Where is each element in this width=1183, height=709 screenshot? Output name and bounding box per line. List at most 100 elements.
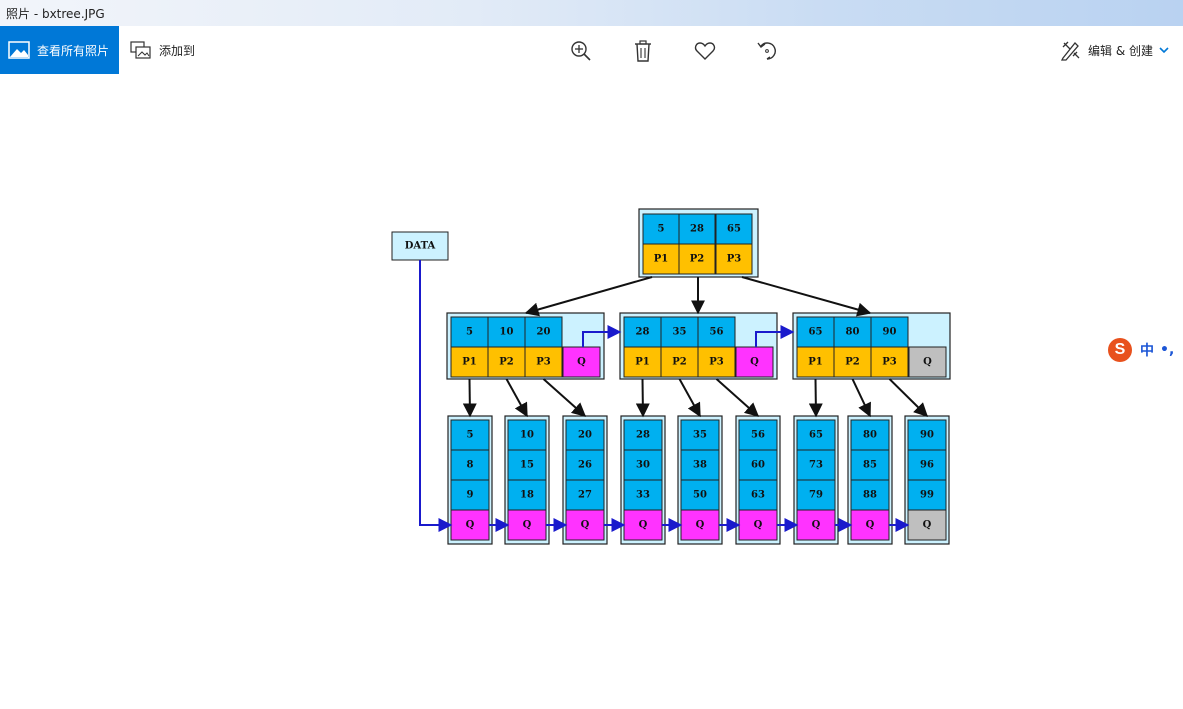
view-all-photos-button[interactable]: 查看所有照片 (0, 26, 119, 74)
internal-pointer-cell (833, 346, 872, 378)
internal-pointer: P3 (536, 357, 551, 368)
internal-key-cell (623, 316, 662, 348)
edit-create-label: 编辑 & 创建 (1088, 43, 1153, 58)
internal-pointer-cell (660, 346, 699, 378)
leaf-key: 63 (751, 490, 765, 501)
ime-indicator[interactable]: S 中 •, (1108, 337, 1183, 363)
leaf-key-cell (623, 479, 663, 511)
add-to-icon (130, 41, 151, 59)
add-to-button[interactable]: 添加到 (130, 26, 195, 74)
leaf-next: Q (696, 520, 705, 531)
root-arrow (741, 276, 872, 317)
root-key-cell (715, 213, 753, 245)
leaf-key: 80 (863, 430, 877, 441)
data-box (391, 231, 449, 261)
internal-pointer: P1 (462, 357, 476, 368)
internal-pointer-cell (487, 346, 526, 378)
internal-pointer: P2 (845, 357, 860, 368)
zoom-in-button[interactable] (568, 38, 594, 64)
leaf-key: 90 (920, 430, 934, 441)
pointer-arrow (715, 378, 760, 417)
leaf-key-cell (796, 419, 836, 451)
internal-key: 90 (883, 327, 897, 338)
leaf-key: 96 (920, 460, 934, 471)
internal-key-cell (697, 316, 736, 348)
leaf-next: Q (812, 520, 821, 531)
internal-next-cell (908, 346, 947, 378)
leaf-key: 60 (751, 460, 765, 471)
leaf-key-cell (680, 449, 720, 481)
root-key: 5 (658, 224, 665, 235)
data-label: DATA (405, 241, 436, 252)
internal-next: Q (577, 357, 586, 368)
sibling-arrow (755, 325, 795, 347)
rotate-button[interactable] (754, 38, 780, 64)
root-key-cell (678, 213, 716, 245)
leaf-next-cell (507, 509, 547, 541)
edit-create-button[interactable]: 编辑 & 创建 (1060, 26, 1169, 74)
leaf-key-cell (738, 479, 778, 511)
ime-mode-label: 中 (1140, 343, 1154, 359)
root-pointer-cell (642, 243, 680, 275)
leaf-key: 9 (467, 490, 474, 501)
view-all-photos-label: 查看所有照片 (37, 43, 110, 58)
internal-pointer-cell (623, 346, 662, 378)
leaf-key-cell (565, 479, 605, 511)
leaf-key: 15 (520, 460, 534, 471)
leaf-key-cell (850, 419, 890, 451)
internal-pointer-cell (697, 346, 736, 378)
pointer-arrow (888, 378, 928, 417)
leaf-next-cell (850, 509, 890, 541)
leaf-next: Q (466, 520, 475, 531)
leaf-key: 88 (863, 490, 877, 501)
pointer-arrow (851, 378, 871, 418)
leaf-key: 10 (520, 430, 534, 441)
delete-icon (635, 40, 651, 62)
internal-pointer: P1 (635, 357, 649, 368)
internal-pointer: P1 (808, 357, 822, 368)
sogou-logo-icon: S (1108, 338, 1132, 362)
rotate-icon (757, 42, 776, 60)
leaf-key-cell (680, 419, 720, 451)
favorite-button[interactable] (692, 38, 718, 64)
leaf-key-cell (507, 479, 547, 511)
leaf-key: 20 (578, 430, 592, 441)
leaf-next: Q (639, 520, 648, 531)
internal-key: 10 (500, 327, 514, 338)
internal-pointer: P2 (499, 357, 514, 368)
picture-icon (8, 41, 30, 59)
internal-next-cell (562, 346, 601, 378)
leaf-next: Q (754, 520, 763, 531)
internal-next: Q (923, 357, 932, 368)
leaf-key: 73 (809, 460, 823, 471)
leaf-key-cell (565, 449, 605, 481)
internal-key-cell (870, 316, 909, 348)
leaf-next-cell (565, 509, 605, 541)
leaf-next-cell (623, 509, 663, 541)
leaf-key-cell (907, 449, 947, 481)
internal-pointer: P3 (709, 357, 724, 368)
root-arrow (524, 276, 653, 317)
internal-key: 20 (537, 327, 551, 338)
root-key: 65 (727, 224, 741, 235)
title-bar: 照片 - bxtree.JPG (0, 0, 1183, 26)
root-pointer-cell (678, 243, 716, 275)
leaf-key: 56 (751, 430, 765, 441)
leaf-next: Q (523, 520, 532, 531)
chevron-down-icon (1159, 47, 1169, 54)
leaf-key: 65 (809, 430, 823, 441)
leaf-key-cell (507, 449, 547, 481)
toolbar: 查看所有照片 添加到 (0, 26, 1183, 74)
internal-pointer-cell (870, 346, 909, 378)
leaf-key: 26 (578, 460, 592, 471)
internal-next-cell (735, 346, 774, 378)
internal-key: 65 (809, 327, 823, 338)
window-title: 照片 - bxtree.JPG (6, 7, 105, 21)
leaf-key: 5 (467, 430, 474, 441)
delete-button[interactable] (630, 38, 656, 64)
internal-pointer: P2 (672, 357, 687, 368)
internal-pointer-cell (796, 346, 835, 378)
leaf-key-cell (507, 419, 547, 451)
internal-key: 80 (846, 327, 860, 338)
